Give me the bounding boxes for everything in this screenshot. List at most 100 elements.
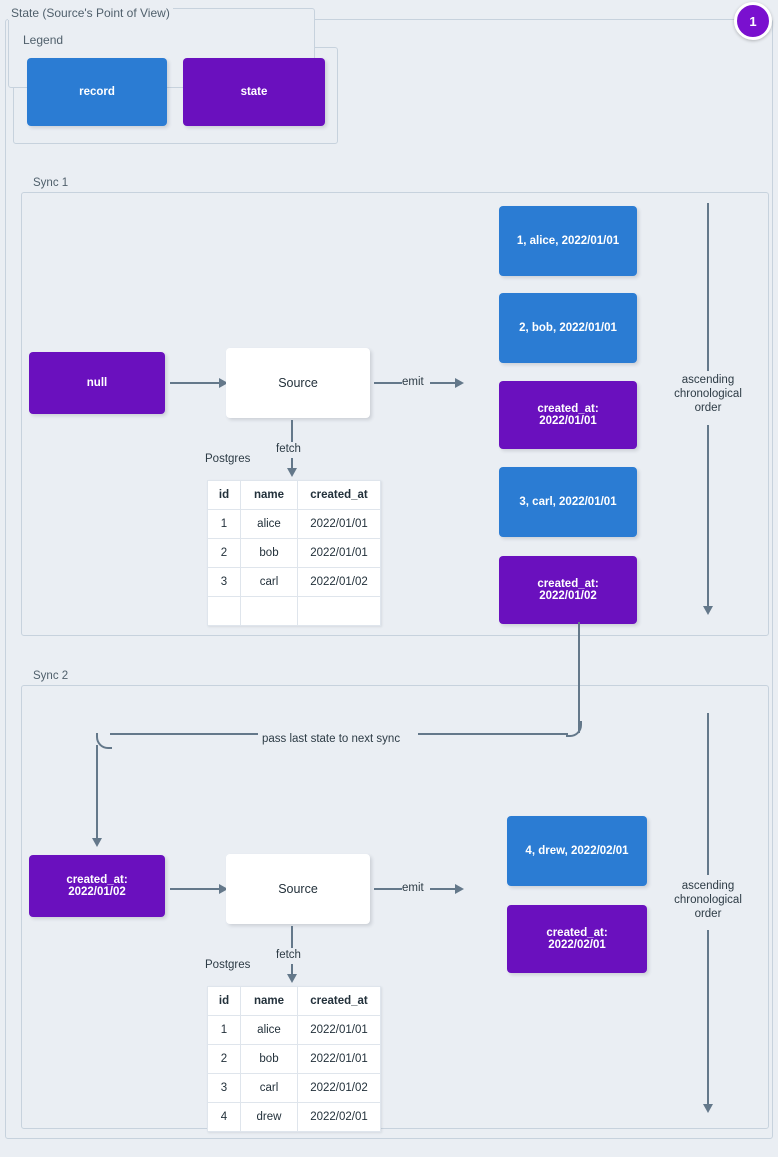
table-row: 2 bob 2022/01/01: [207, 538, 381, 568]
sync1-emitted-record-2-label: 2, bob, 2022/01/01: [519, 322, 617, 334]
sync1-cell-name: carl: [240, 567, 298, 597]
sync1-state-to-source-arrow-icon: [219, 378, 228, 388]
sync1-state-to-source-line: [170, 382, 220, 384]
sync1-cell-created-at: [297, 596, 381, 626]
pass-state-label: pass last state to next sync: [258, 732, 405, 746]
sync1-cell-created-at: 2022/01/02: [297, 567, 381, 597]
sync1-col-name: name: [240, 480, 298, 510]
sync1-emitted-state-1-line1: created_at:: [537, 403, 599, 415]
legend-label: Legend: [20, 33, 67, 47]
table-row: 1 alice 2022/01/01: [207, 1015, 381, 1045]
legend-swatch-state: state: [183, 58, 325, 126]
sync1-emit-arrow-icon: [455, 378, 464, 388]
sync1-emitted-state-2-line2: 2022/01/02: [539, 590, 597, 602]
sync1-emitted-record-1-label: 1, alice, 2022/01/01: [516, 235, 620, 247]
legend-swatch-record: record: [27, 58, 167, 126]
sync2-cell-created-at: 2022/01/02: [297, 1073, 381, 1103]
sync2-cell-id: 1: [207, 1015, 241, 1045]
sync1-postgres-table: id name created_at 1 alice 2022/01/01 2 …: [207, 480, 381, 626]
sync2-emit-line-right: [430, 888, 456, 890]
sync2-emitted-state-1: created_at: 2022/02/01: [507, 905, 647, 973]
sync1-order-arrow-line-bottom: [707, 425, 709, 608]
table-row: 2 bob 2022/01/01: [207, 1044, 381, 1074]
table-row: [207, 596, 381, 626]
sync1-cell-name: bob: [240, 538, 298, 568]
sync2-emit-arrow-icon: [455, 884, 464, 894]
table-row: 3 carl 2022/01/02: [207, 567, 381, 597]
sync1-cell-name: [240, 596, 298, 626]
sync2-emitted-record-1-label: 4, drew, 2022/02/01: [525, 845, 629, 857]
sync2-col-id: id: [207, 986, 241, 1016]
sync2-emitted-state-1-line2: 2022/02/01: [548, 939, 606, 951]
sync1-input-state-label: null: [86, 377, 108, 389]
sync1-cell-id: 3: [207, 567, 241, 597]
sync1-cell-created-at: 2022/01/01: [297, 509, 381, 539]
sync2-col-created-at: created_at: [297, 986, 381, 1016]
sync2-cell-name: bob: [240, 1044, 298, 1074]
sync1-table-header-row: id name created_at: [207, 480, 381, 510]
sync1-source-label: Source: [278, 376, 318, 390]
sync2-input-state-line1: created_at:: [66, 874, 128, 886]
sync1-fetch-arrow-icon: [287, 468, 297, 477]
sync1-emitted-state-1: created_at: 2022/01/01: [499, 381, 637, 449]
sync2-fetch-line-bottom: [291, 964, 293, 976]
sync2-cell-id: 2: [207, 1044, 241, 1074]
sync2-input-state: created_at: 2022/01/02: [29, 855, 165, 917]
sync1-order-arrow-line-top: [707, 203, 709, 371]
sync1-label: Sync 1: [30, 176, 72, 190]
sync1-emitted-record-3-label: 3, carl, 2022/01/01: [519, 496, 617, 508]
sync2-fetch-label: fetch: [276, 949, 301, 961]
sync1-emitted-record-2: 2, bob, 2022/01/01: [499, 293, 637, 363]
page-title: State (Source's Point of View): [8, 6, 173, 20]
sync2-emit-line-left: [374, 888, 402, 890]
sync2-fetch-line-top: [291, 926, 293, 948]
pass-state-line-left: [110, 733, 258, 735]
sync2-emitted-state-1-line1: created_at:: [546, 927, 608, 939]
legend-swatch-state-label: state: [240, 86, 268, 98]
sync1-emitted-state-2-line1: created_at:: [537, 578, 599, 590]
sync1-group: Sync 1: [21, 176, 769, 636]
sync1-cell-created-at: 2022/01/01: [297, 538, 381, 568]
table-row: 3 carl 2022/01/02: [207, 1073, 381, 1103]
sync1-cell-id: [207, 596, 241, 626]
sync1-order-note: ascending chronological order: [674, 374, 742, 414]
pass-state-elbow-right: [566, 721, 582, 737]
sync2-cell-name: alice: [240, 1015, 298, 1045]
sync2-emit-label: emit: [402, 882, 424, 894]
sync2-fetch-arrow-icon: [287, 974, 297, 983]
sync2-emitted-record-1: 4, drew, 2022/02/01: [507, 816, 647, 886]
sync2-state-to-source-line: [170, 888, 220, 890]
sync1-input-state: null: [29, 352, 165, 414]
table-row: 4 drew 2022/02/01: [207, 1102, 381, 1132]
sync1-order-arrow-icon: [703, 606, 713, 615]
sync1-source-node: Source: [226, 348, 370, 418]
sync1-cell-name: alice: [240, 509, 298, 539]
pass-state-line-right: [418, 733, 568, 735]
table-row: 1 alice 2022/01/01: [207, 509, 381, 539]
pass-state-elbow-left: [96, 733, 112, 749]
sync2-cell-created-at: 2022/02/01: [297, 1102, 381, 1132]
sync2-state-to-source-arrow-icon: [219, 884, 228, 894]
sync2-source-label: Source: [278, 882, 318, 896]
sync2-order-arrow-icon: [703, 1104, 713, 1113]
sync1-col-created-at: created_at: [297, 480, 381, 510]
sync1-emitted-state-1-line2: 2022/01/01: [539, 415, 597, 427]
sync2-cell-name: carl: [240, 1073, 298, 1103]
sync2-cell-created-at: 2022/01/01: [297, 1044, 381, 1074]
sync1-emitted-state-2: created_at: 2022/01/02: [499, 556, 637, 624]
pass-state-line-vertical-right: [578, 622, 580, 733]
sync2-label: Sync 2: [30, 669, 72, 683]
sync2-source-node: Source: [226, 854, 370, 924]
sync1-emit-line-left: [374, 382, 402, 384]
sync2-cell-name: drew: [240, 1102, 298, 1132]
sync2-col-name: name: [240, 986, 298, 1016]
sync2-table-header-row: id name created_at: [207, 986, 381, 1016]
sync2-postgres-table: id name created_at 1 alice 2022/01/01 2 …: [207, 986, 381, 1132]
sync2-db-label: Postgres: [205, 959, 251, 971]
sync1-emitted-record-3: 3, carl, 2022/01/01: [499, 467, 637, 537]
step-badge: 1: [734, 2, 772, 40]
sync2-cell-created-at: 2022/01/01: [297, 1015, 381, 1045]
sync2-order-arrow-line-bottom: [707, 930, 709, 1106]
sync1-fetch-label: fetch: [276, 443, 301, 455]
sync1-fetch-line-top: [291, 420, 293, 442]
